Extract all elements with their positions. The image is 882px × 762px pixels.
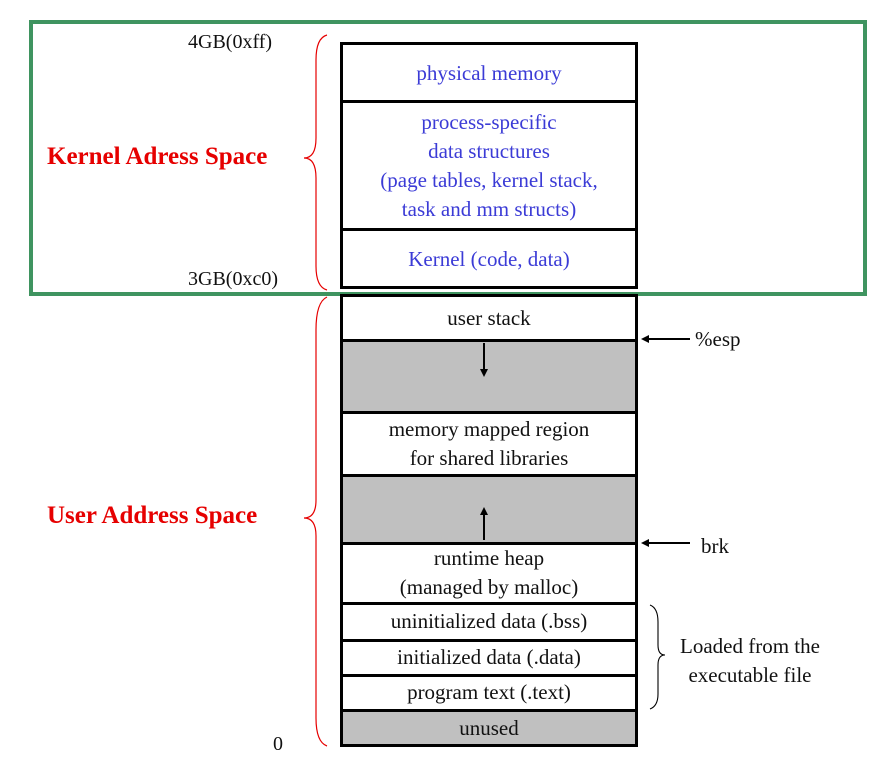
user-space-label: User Address Space xyxy=(47,502,258,529)
divider xyxy=(340,42,638,45)
address-label-0: 0 xyxy=(273,733,283,755)
segment-text: program text (.text) xyxy=(340,675,638,710)
loaded-from-executable-annotation: Loaded from the executable file xyxy=(680,634,820,687)
divider xyxy=(340,639,638,642)
segment-stack-gap xyxy=(340,340,638,412)
segment-mmap-region: memory mapped region for shared librarie… xyxy=(340,412,638,475)
divider xyxy=(340,100,638,103)
segment-physical-memory: physical memory xyxy=(340,44,638,102)
segment-data: initialized data (.data) xyxy=(340,640,638,675)
divider xyxy=(340,294,638,297)
divider xyxy=(340,474,638,477)
esp-pointer-label: %esp xyxy=(695,327,741,351)
kernel-brace xyxy=(303,34,328,291)
divider xyxy=(340,286,638,289)
segment-user-stack: user stack xyxy=(340,296,638,340)
segment-heap-gap xyxy=(340,475,638,543)
brk-pointer-label: brk xyxy=(701,534,729,558)
divider xyxy=(340,339,638,342)
kernel-space-label: Kernel Adress Space xyxy=(47,143,268,170)
divider xyxy=(340,602,638,605)
segment-unused: unused xyxy=(340,710,638,746)
segment-process-specific: process-specific data structures (page t… xyxy=(340,102,638,230)
segment-bss: uninitialized data (.bss) xyxy=(340,603,638,640)
segment-runtime-heap: runtime heap (managed by malloc) xyxy=(340,543,638,603)
divider xyxy=(340,674,638,677)
divider xyxy=(340,228,638,231)
address-label-4gb: 4GB(0xff) xyxy=(188,31,273,53)
user-brace xyxy=(303,296,328,747)
loaded-brace xyxy=(649,604,666,710)
address-label-3gb: 3GB(0xc0) xyxy=(188,268,278,290)
divider xyxy=(340,709,638,712)
divider xyxy=(340,542,638,545)
segment-kernel-code: Kernel (code, data) xyxy=(340,230,638,289)
divider xyxy=(340,744,638,747)
divider xyxy=(340,411,638,414)
